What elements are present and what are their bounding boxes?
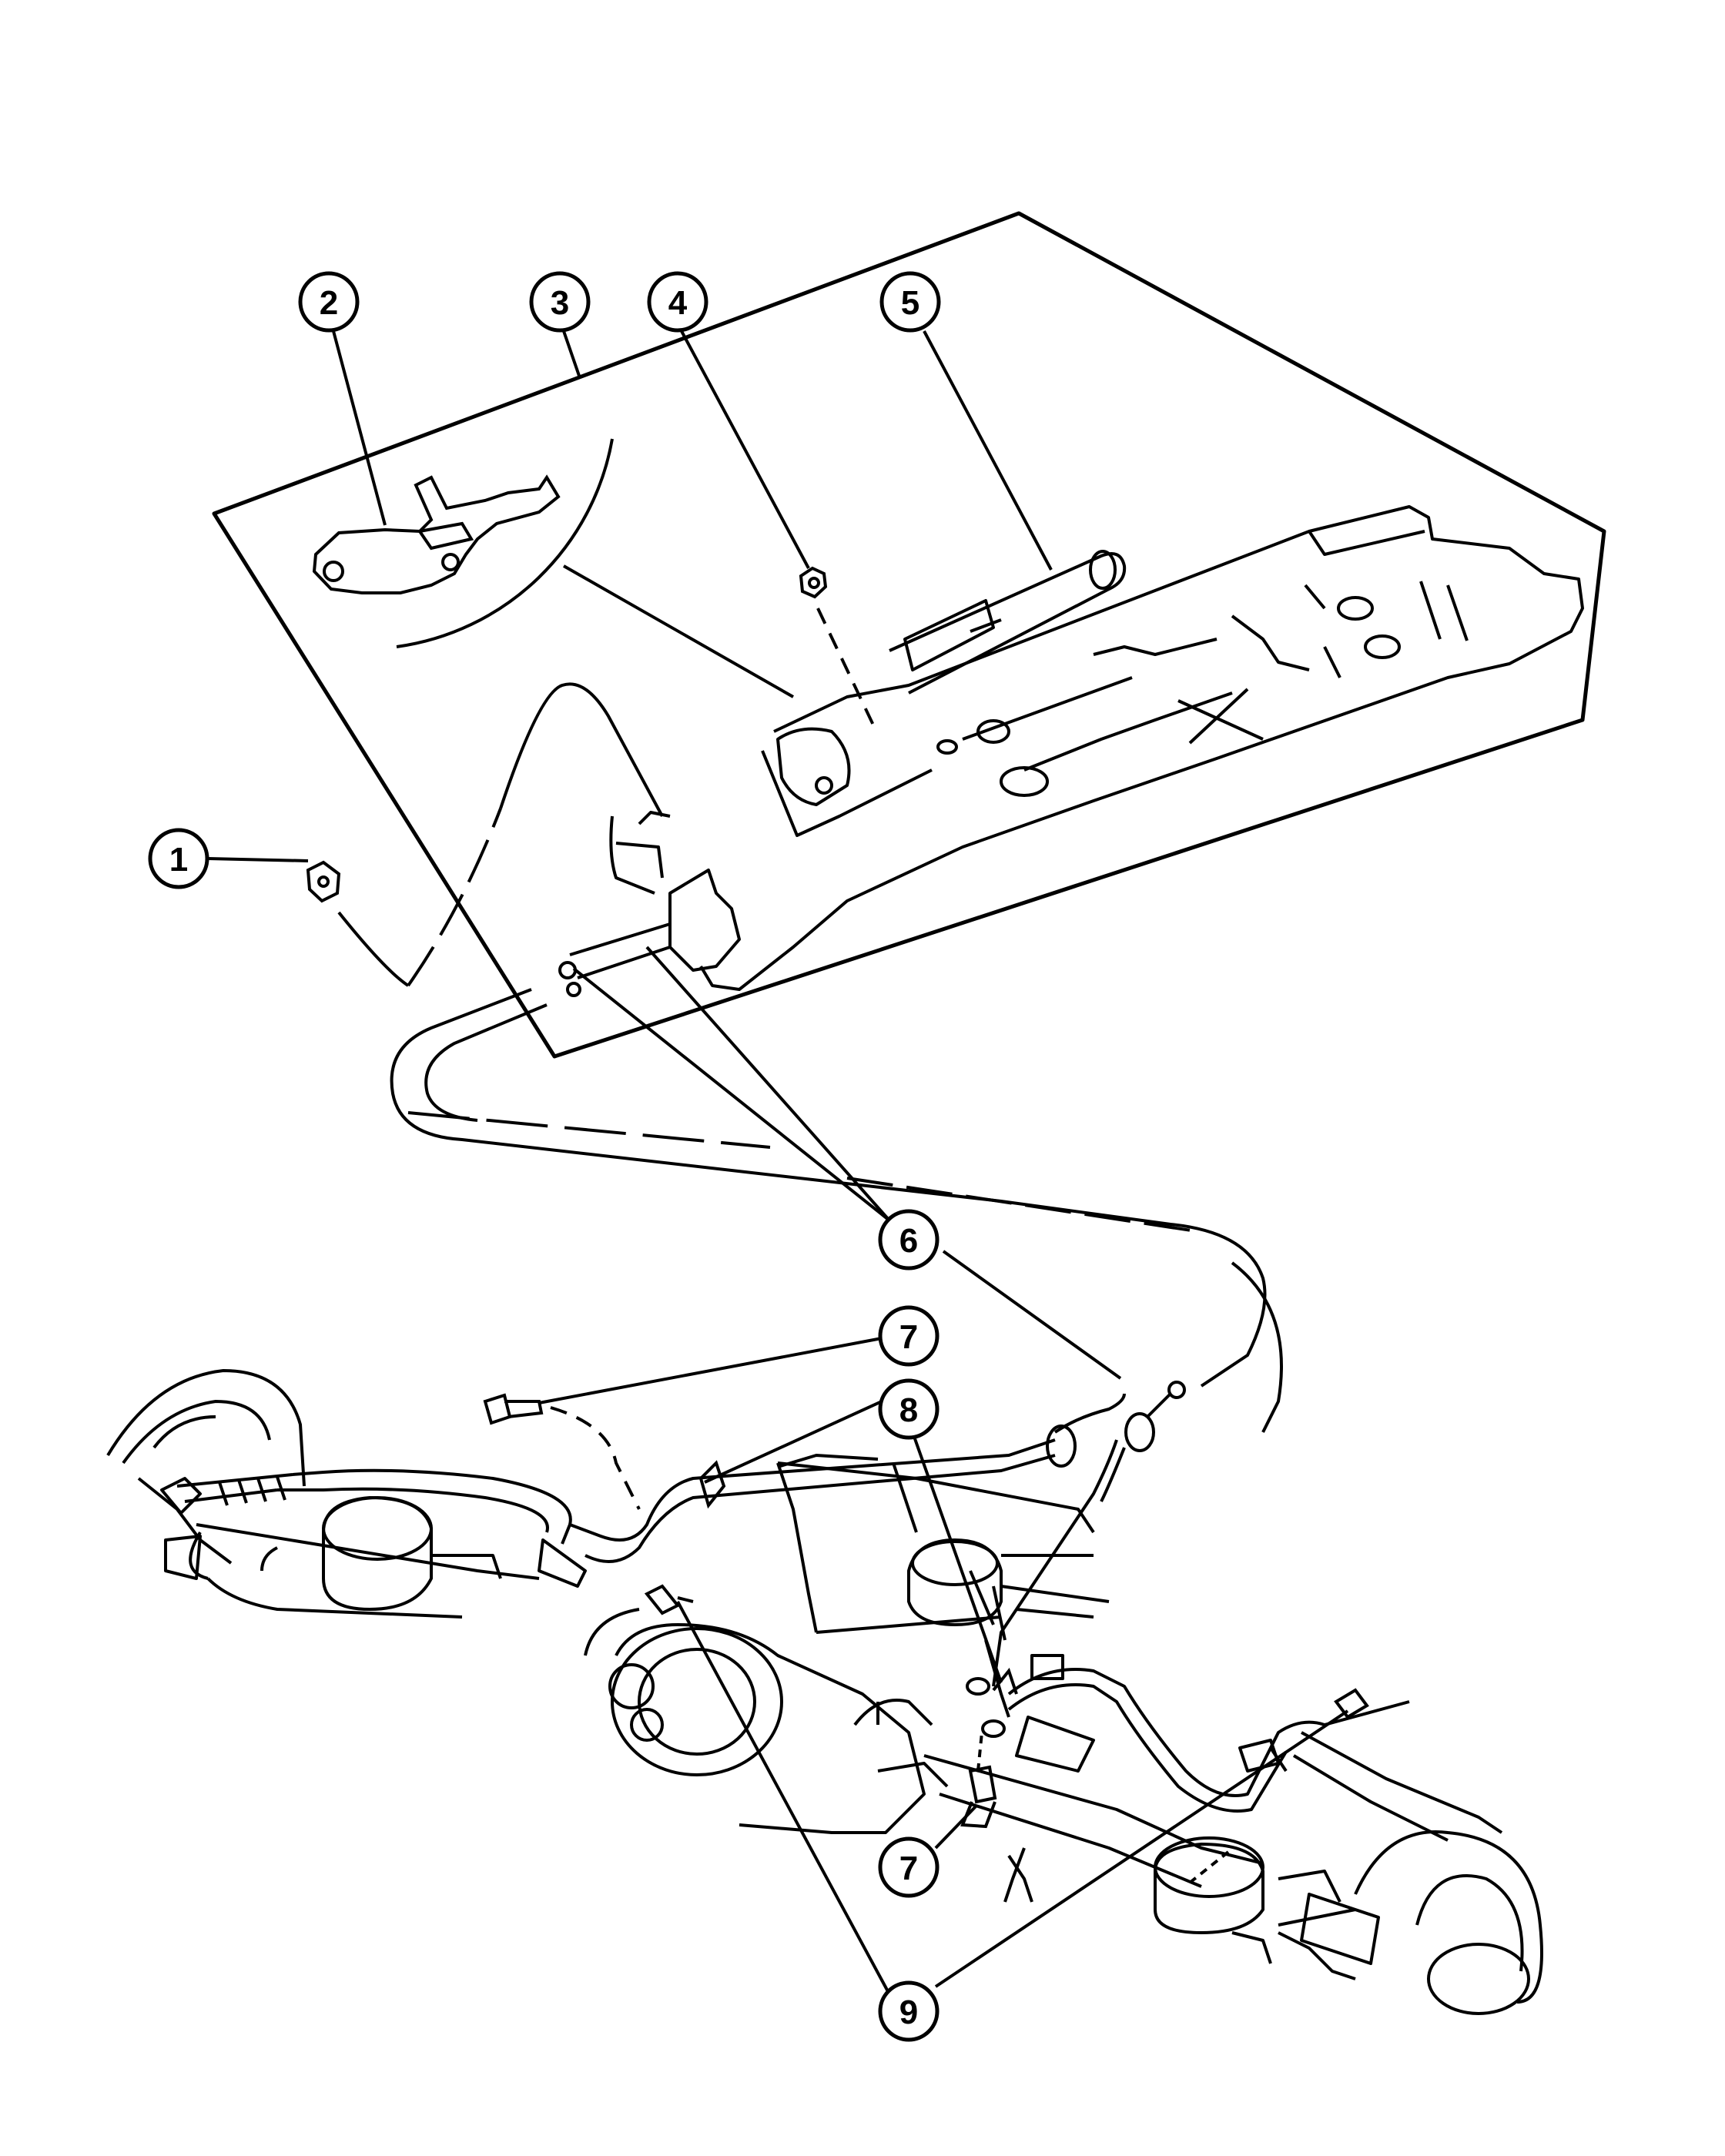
callout-6: 6 (878, 1209, 940, 1270)
callout-7-lower: 7 (878, 1836, 940, 1898)
callout-4: 4 (647, 271, 708, 333)
callout-8: 8 (878, 1378, 940, 1440)
svg-text:7: 7 (899, 1318, 918, 1356)
leader-6c (942, 1250, 1122, 1380)
callout-2: 2 (298, 271, 360, 333)
svg-text:2: 2 (320, 284, 338, 322)
leader-8b (911, 1431, 1003, 1683)
svg-text:4: 4 (668, 284, 688, 322)
leader-9a (676, 1601, 891, 1995)
inset-panel (212, 211, 1606, 1059)
leader-8a (704, 1400, 883, 1484)
leader-1 (207, 857, 309, 862)
callout-7-upper: 7 (878, 1305, 940, 1367)
leader-6a (572, 967, 891, 1222)
leader-9b (934, 1709, 1349, 1988)
leader-3 (562, 330, 581, 377)
svg-text:5: 5 (901, 284, 919, 322)
callout-5: 5 (879, 271, 941, 333)
part-1-clip (306, 860, 410, 987)
svg-text:7: 7 (899, 1850, 918, 1887)
part-4-nut (799, 566, 878, 732)
leader-7a (538, 1337, 883, 1404)
callout-3: 3 (529, 271, 591, 333)
leader-2 (332, 330, 387, 526)
rear-axle-assembly (106, 1369, 1543, 2015)
leader-6b (645, 946, 891, 1222)
svg-text:8: 8 (899, 1391, 918, 1429)
callout-1: 1 (148, 828, 209, 889)
leader-7b (934, 1804, 978, 1850)
callout-9: 9 (878, 1980, 940, 2042)
svg-text:9: 9 (899, 1994, 918, 2031)
parking-brake-lever-assembly (558, 505, 1584, 997)
svg-text:3: 3 (551, 284, 569, 322)
svg-text:6: 6 (899, 1222, 918, 1260)
cable-routing-loop (390, 682, 1283, 1433)
fasteners (483, 1393, 1369, 1829)
detail-view-part-2 (312, 438, 794, 698)
leader-4 (680, 330, 810, 569)
leader-lines (207, 330, 1349, 1995)
leader-5 (923, 330, 1053, 571)
svg-text:1: 1 (169, 841, 188, 879)
brake-cables (176, 1381, 1503, 1842)
